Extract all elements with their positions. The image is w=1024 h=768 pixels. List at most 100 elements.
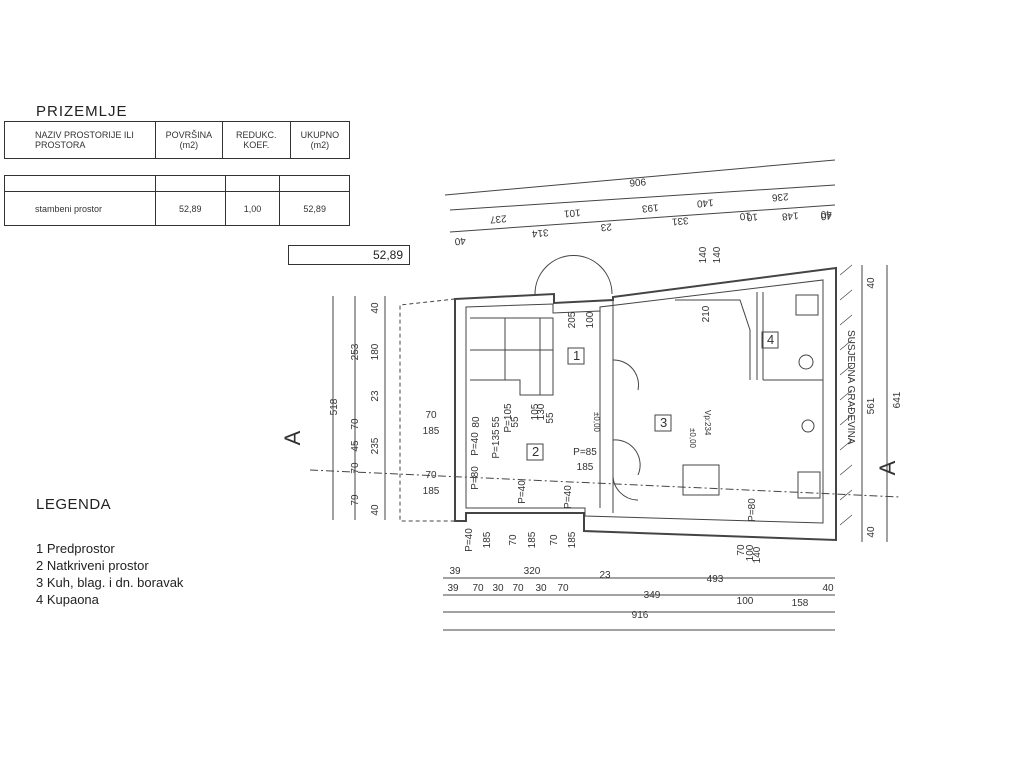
dim-left-label: 180 xyxy=(370,343,381,360)
col-coef-header: REDUKC. KOEF. xyxy=(221,121,291,159)
dim-left-label: 518 xyxy=(329,398,340,415)
dim-bottom-label: 493 xyxy=(707,574,724,585)
col-area-header: POVRŠINA (m2) xyxy=(155,121,223,159)
section-mark-left: A xyxy=(280,430,305,445)
dim-right-label: 641 xyxy=(892,391,903,408)
section-line xyxy=(309,469,901,498)
section-mark-right: A xyxy=(875,460,900,475)
opening-label: P=135 xyxy=(491,429,502,459)
opening-label: 70 xyxy=(736,544,747,556)
opening-label: 70 xyxy=(508,534,519,546)
opening-label: P=40 xyxy=(464,528,475,552)
dim-left-label: 40 xyxy=(370,504,381,516)
door-arc xyxy=(612,359,639,391)
room-number-box xyxy=(567,347,585,365)
dim-top-label: 10 xyxy=(746,211,758,223)
room-number-box xyxy=(526,443,544,461)
kitchen-counter xyxy=(675,299,751,380)
dim-top-label: 40 xyxy=(454,235,466,247)
room-number-box xyxy=(654,414,672,432)
opening-label: 205 xyxy=(567,311,578,328)
opening-label: 140 xyxy=(752,546,763,563)
dim-left-label: 70 xyxy=(350,462,361,474)
porch-outline xyxy=(399,298,456,522)
neighbor-hatch xyxy=(839,264,853,526)
opening-label: 55 xyxy=(510,416,521,428)
opening-label: P=80 xyxy=(747,498,758,522)
dim-bottom-label: 39 xyxy=(449,566,461,577)
opening-label: 140 xyxy=(698,246,709,263)
dim-right-label: 561 xyxy=(866,397,877,414)
stove xyxy=(797,471,821,499)
opening-label: P=40 xyxy=(470,432,481,456)
room-number: 1 xyxy=(573,348,580,363)
opening-label: 70 xyxy=(425,470,437,481)
stairs xyxy=(470,317,554,396)
dim-top-label: 236 xyxy=(771,190,789,202)
opening-label: P=105 xyxy=(503,403,514,433)
level-label: ±0,00 xyxy=(688,428,697,449)
door-arc xyxy=(534,255,613,295)
opening-label: 185 xyxy=(482,531,493,548)
dim-bottom-label: 23 xyxy=(599,570,611,581)
legend-title: LEGENDA xyxy=(36,496,112,513)
neighbor-label: SUSJEDNA GRAĐEVINA xyxy=(845,330,856,445)
kitchen-table xyxy=(682,464,720,496)
opening-label: 55 xyxy=(545,412,556,424)
dim-top-label: 193 xyxy=(641,201,659,213)
floor-title: PRIZEMLJE xyxy=(36,103,128,120)
opening-label: 105 xyxy=(530,403,541,420)
dim-left-label: 235 xyxy=(370,437,381,454)
sink xyxy=(795,294,819,316)
dim-line-top-3 xyxy=(449,204,836,233)
dim-top-label: 140 xyxy=(696,196,714,208)
dim-bottom-label: 30 xyxy=(492,583,504,594)
area-table-header: NAZIV PROSTORIJE ILI PROSTORA POVRŠINA (… xyxy=(4,121,351,159)
row-coef: 1,00 xyxy=(224,191,281,226)
dim-right-label: 40 xyxy=(866,526,877,538)
dim-bottom-label: 158 xyxy=(792,598,809,609)
dim-top-label: 314 xyxy=(531,226,549,238)
dim-bottom-label: 39 xyxy=(447,583,459,594)
col-name-header: NAZIV PROSTORIJE ILI PROSTORA xyxy=(4,121,156,159)
dim-top-label: 101 xyxy=(563,206,581,218)
dim-right-label: 40 xyxy=(866,277,877,289)
opening-label: P=40 xyxy=(563,485,574,509)
legend-item: 4 Kupaona xyxy=(36,592,99,607)
room-number-box xyxy=(761,331,779,349)
dim-top-label: 10 xyxy=(739,210,751,222)
dim-left-label: 45 xyxy=(350,440,361,452)
dim-top-label: 331 xyxy=(671,214,689,226)
outer-wall xyxy=(454,266,837,542)
opening-label: 210 xyxy=(701,305,712,322)
area-total: 52,89 xyxy=(288,245,410,265)
opening-label: 140 xyxy=(712,246,723,263)
opening-label: 185 xyxy=(567,531,578,548)
dim-top-label: 148 xyxy=(781,209,799,221)
dim-bottom-label: 916 xyxy=(632,610,649,621)
dim-left-label: 70 xyxy=(350,418,361,430)
dim-top-label: 23 xyxy=(600,221,612,233)
legend-item: 1 Predprostor xyxy=(36,541,115,556)
dim-bottom-label: 70 xyxy=(557,583,569,594)
opening-label: 55 xyxy=(491,416,502,428)
dim-top-label: 40 xyxy=(820,210,832,222)
legend-item: 2 Natkriveni prostor xyxy=(36,558,149,573)
room-number: 3 xyxy=(660,415,667,430)
opening-label: P=80 xyxy=(470,466,481,490)
dim-bottom-label: 349 xyxy=(644,590,661,601)
dim-top-label: 906 xyxy=(629,177,647,189)
stove-burner xyxy=(801,419,815,433)
vp-label: Vp:234 xyxy=(703,410,712,436)
door-arc xyxy=(612,439,641,476)
opening-label: 100 xyxy=(745,544,756,561)
dim-top-label: 40 xyxy=(820,208,832,220)
dim-left-label: 253 xyxy=(350,343,361,360)
area-table-body: stambeni prostor 52,89 1,00 52,89 xyxy=(4,175,350,226)
door-arc xyxy=(612,474,639,501)
dim-bottom-label: 100 xyxy=(737,596,754,607)
room-number: 4 xyxy=(767,332,774,347)
opening-label: 185 xyxy=(527,531,538,548)
